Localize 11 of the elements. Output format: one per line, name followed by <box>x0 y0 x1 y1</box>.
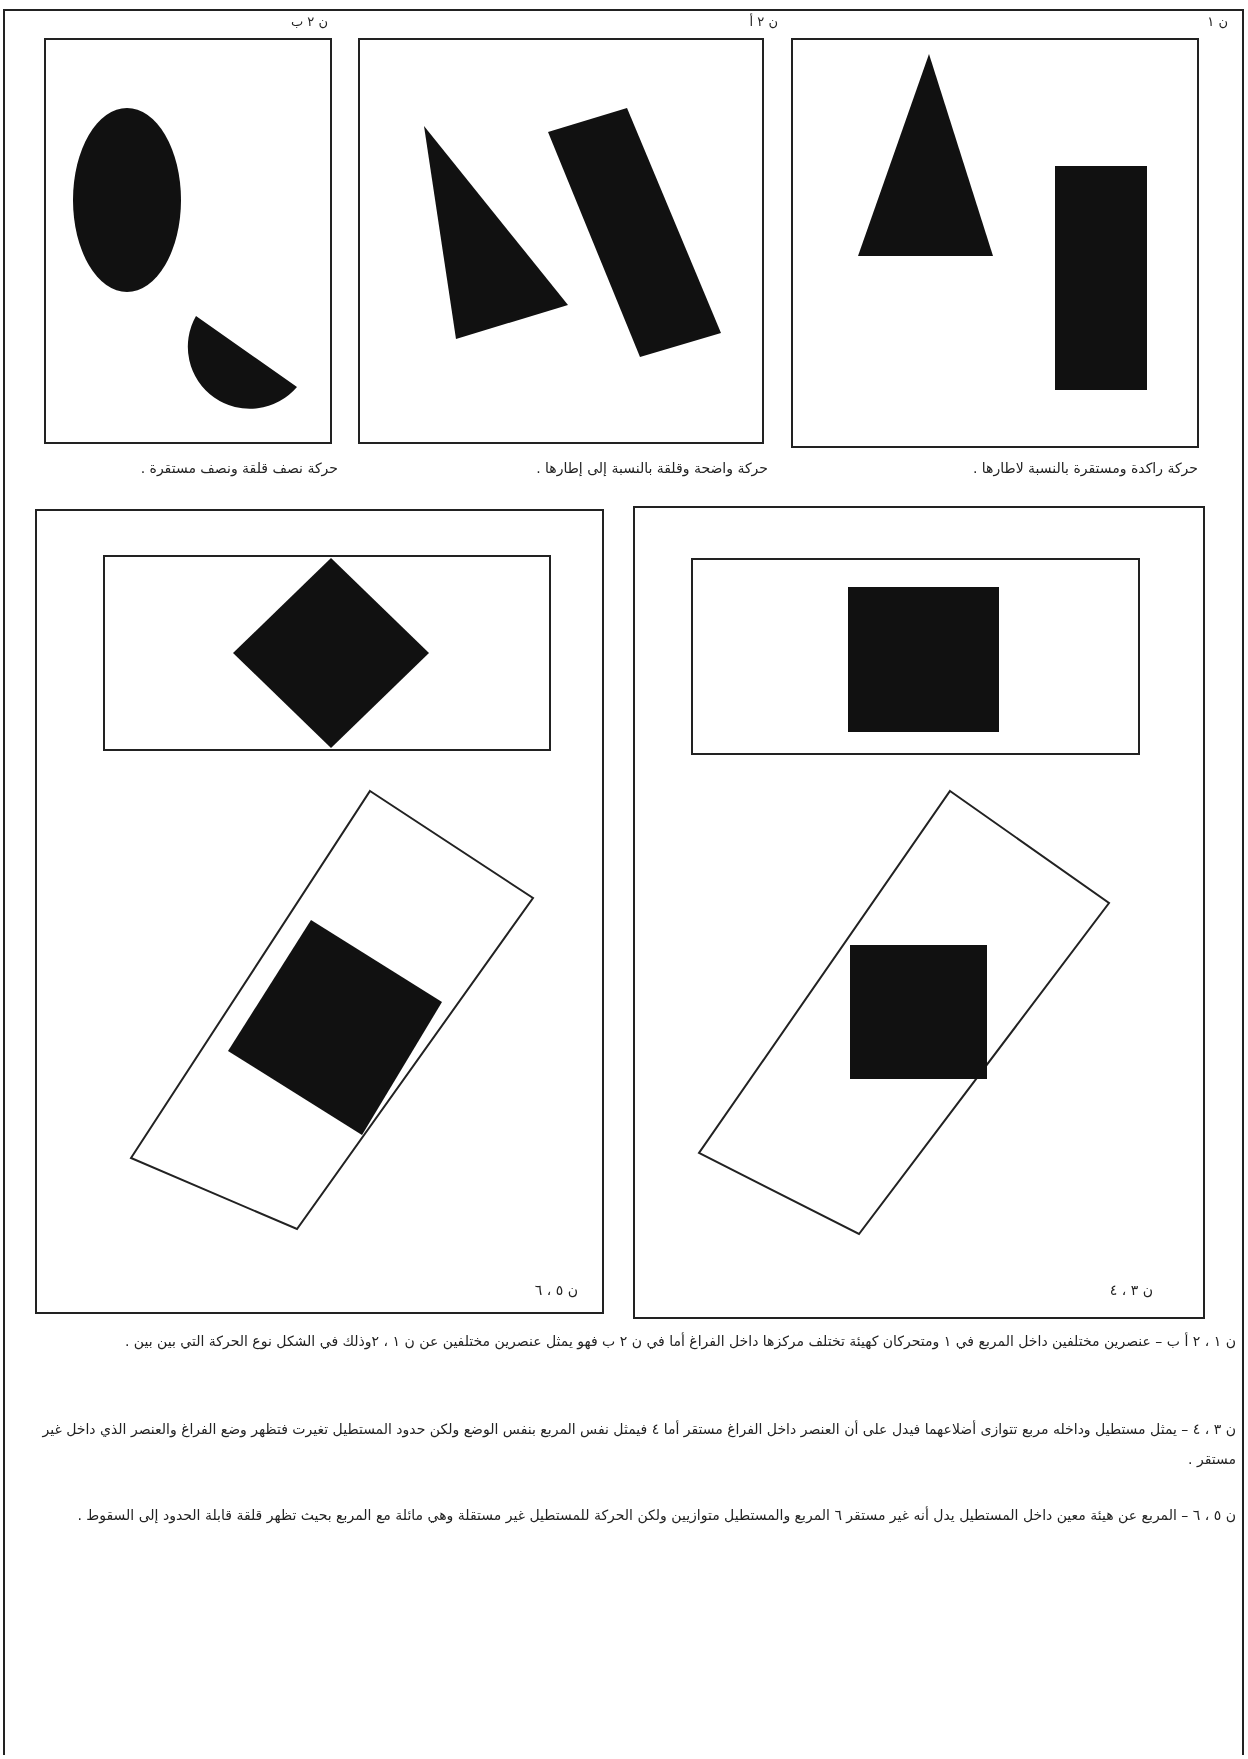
figure-label: ن ٥ ، ٦ <box>534 1282 578 1298</box>
figure-label: ن ٣ ، ٤ <box>1109 1282 1153 1298</box>
figure-label: ن ٢ ب <box>290 14 328 29</box>
figure-caption: حركة راكدة ومستقرة بالنسبة لاطارها . <box>972 460 1198 476</box>
description-paragraph: ن ١ ، ٢ أ ب – عنصرين مختلفين داخل المربع في ١ ومتحركان كهيئة تختلف مركزها داخل الفراغ أما في ن ٢ ب فهو يمثل عنصرين مختلفين عن ن ١ ، ٢وذلك في الشكل نوع الحركة التي بين بين . <box>123 1331 1236 1352</box>
figure-caption: حركة واضحة وقلقة بالنسبة إلى إطارها . <box>536 460 768 476</box>
description-paragraph: ن ٣ ، ٤ – يمثل مستطيل وداخله مربع تتوازى أضلاعهما فيدل على أن العنصر داخل الفراغ مستقر أما ٤ فيمثل نفس المربع بنفس الوضع ولكن حدود المستطيل تغيرت فتظهر وضع الفراغ والعنصر الذي داخل غير مستقر . <box>41 1419 1236 1469</box>
description-paragraph: ن ٥ ، ٦ – المربع عن هيئة معين داخل المستطيل يدل أنه غير مستقر ٦ المربع والمستطيل متوازيين ولكن الحركة للمستطيل غير مستقلة وهي مائلة مع المربع بحيث تظهر قلقة قابلة الحدود إلى السقوط . <box>76 1505 1236 1526</box>
figure-caption: حركة نصف قلقة ونصف مستقرة . <box>140 460 338 476</box>
figure-label: ن ٢ أ <box>749 14 778 29</box>
figure-label: ن ١ <box>1207 14 1228 29</box>
